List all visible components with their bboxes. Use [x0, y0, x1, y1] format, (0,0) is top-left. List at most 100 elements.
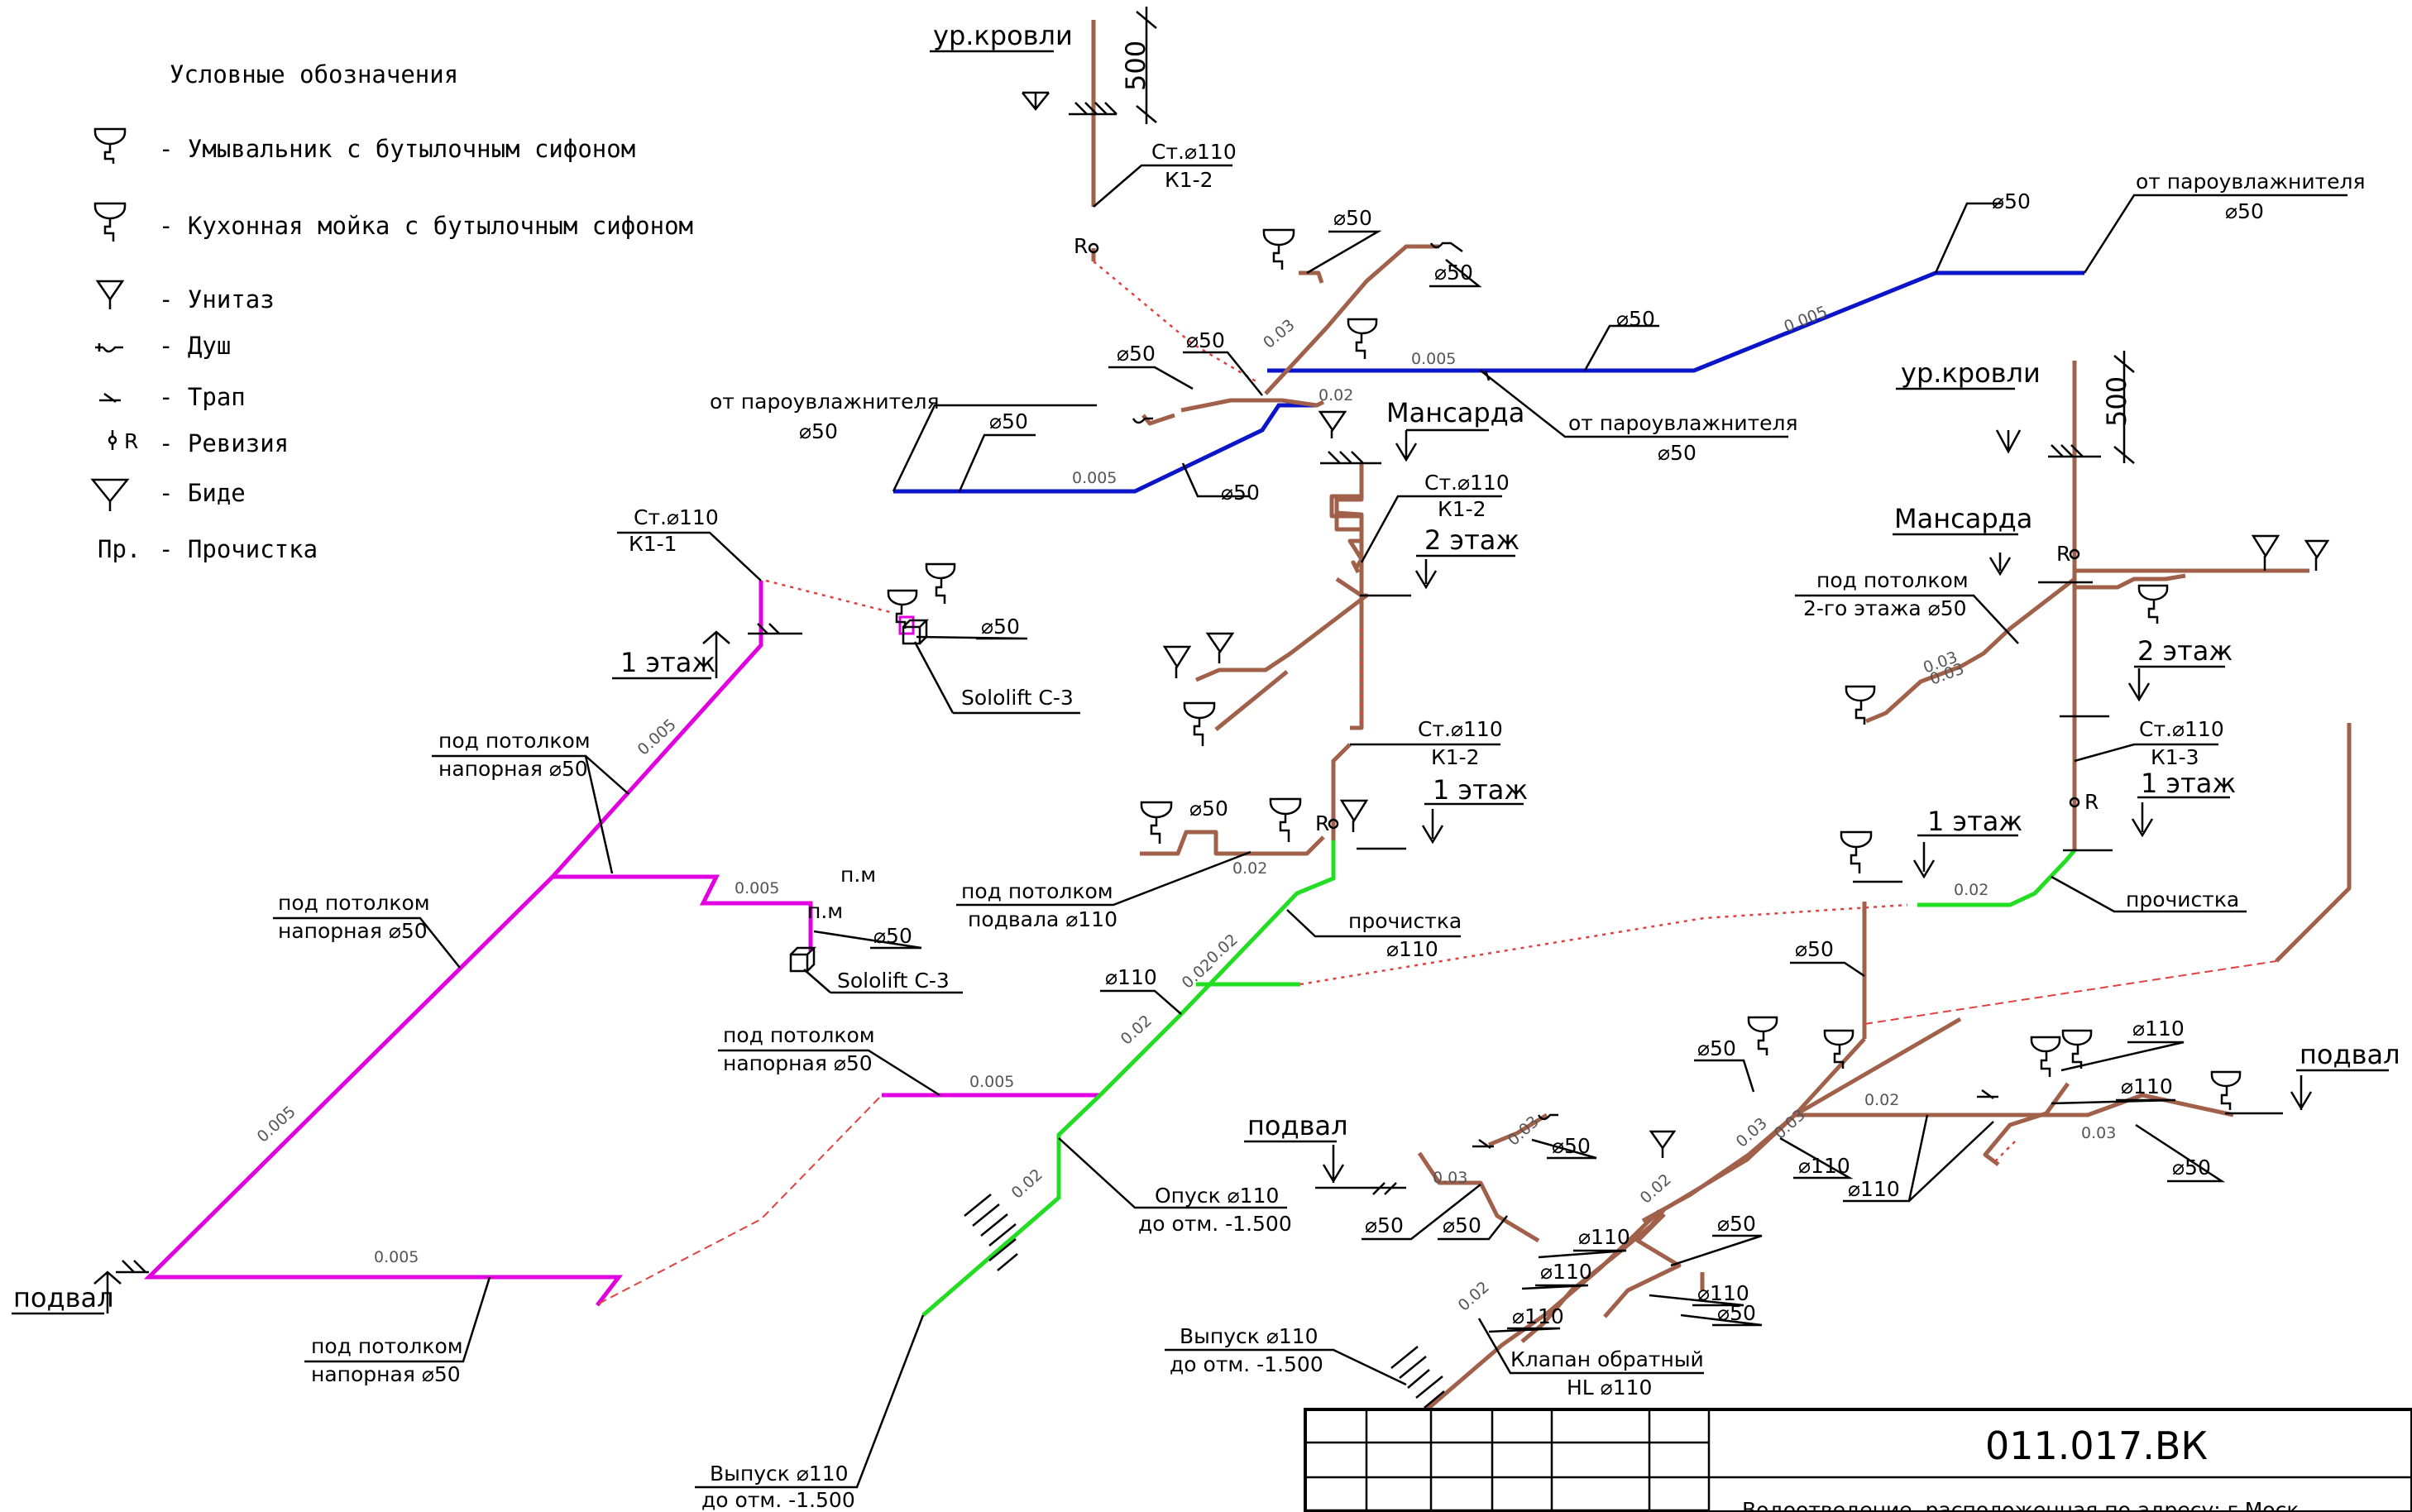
riser-k13-dia: Ст.⌀110 [2139, 717, 2224, 741]
legend-item-inspection: - Ревизия [159, 429, 289, 457]
bidet-icon [90, 478, 130, 511]
washbasin-icon [925, 562, 956, 604]
label-outlet-center: Выпуск ⌀110 [1180, 1324, 1318, 1348]
slope-label: 0.005 [634, 715, 680, 759]
slope-label: 0.005 [254, 1103, 299, 1146]
label-d50: ⌀50 [1189, 797, 1228, 821]
slope-label: 0.005 [1072, 469, 1117, 487]
annotations: Ст.⌀110 К1-2 Ст.⌀110 К1-2 Ст.⌀110 К1-2 С… [273, 140, 2366, 1512]
inspection-icon: R [2069, 790, 2099, 814]
slope-label: 0.03 [2081, 1124, 2116, 1142]
label-d50: ⌀50 [1697, 1036, 1736, 1060]
washbasin-icon [2137, 584, 2169, 624]
label-humidifier-left: от пароувлажнителя [710, 390, 940, 414]
slope-label: 0.005 [374, 1248, 419, 1266]
slope-label: 0.02 [1954, 881, 1988, 899]
slope-label: 0.02 [1637, 1170, 1675, 1208]
riser-k11-dia: Ст.⌀110 [634, 505, 719, 529]
shower-icon [1429, 242, 1463, 253]
toilet-icon [2304, 539, 2330, 571]
slope-label: 0.02 [1318, 386, 1353, 404]
label-d110: ⌀110 [1578, 1225, 1630, 1249]
title-block: 011.017.ВК Водоотведение, расположенная … [1304, 1408, 2412, 1512]
kitchen-sink-icon [93, 202, 127, 242]
projection-lines [765, 261, 2277, 1165]
slope-label: 0.02 [1232, 859, 1267, 878]
shower-icon [1537, 1113, 1558, 1121]
humidifier-drain-lines [892, 194, 2347, 498]
label-d50: ⌀50 [1795, 937, 1834, 961]
legend-item-toilet: - Унитаз [159, 285, 275, 313]
label-d110: ⌀110 [1848, 1177, 1900, 1201]
slope-label: 0.02 [1864, 1091, 1899, 1109]
slope-label: 0.03 [1260, 316, 1299, 352]
dimension-500-right: 500 [2101, 376, 2132, 427]
riser-k11-name: К1-1 [629, 532, 677, 556]
cleanout-abbr: Пр. [98, 535, 141, 563]
label-d50: ⌀50 [2172, 1156, 2211, 1179]
toilet-icon [1649, 1130, 1677, 1158]
shower-icon [1132, 417, 1153, 424]
label-2nd-d50: 2-го этажа ⌀50 [1803, 596, 1967, 620]
level-floor1-k12: 1 этаж [1433, 774, 1528, 806]
level-marks: ур.кровли 500 ур.кровли 500 Мансарда 2 э… [12, 7, 2400, 1315]
label-under-ceiling-4: под потолком [311, 1334, 463, 1358]
riser-k12-top-name: К1-2 [1165, 168, 1213, 192]
washbasin-icon [2210, 1070, 2242, 1110]
riser-k12-mid-dia: Ст.⌀110 [1424, 471, 1510, 495]
riser-k12-top-dia: Ст.⌀110 [1151, 140, 1237, 164]
title-block-code: 011.017.ВК [1985, 1423, 2208, 1468]
riser-k12-mid-name: К1-2 [1438, 497, 1486, 521]
dimension-500-left: 500 [1120, 41, 1151, 91]
washbasin-icon [1183, 701, 1216, 746]
washbasin-icon [1262, 228, 1295, 270]
pressure-lines [143, 581, 1100, 1307]
label-under-ceiling-2nd: под потолком [1816, 568, 1969, 592]
level-floor2-k12: 2 этаж [1424, 524, 1519, 556]
riser-k12-low-name: К1-2 [1431, 745, 1480, 769]
label-humidifier-right-dia: ⌀50 [2225, 199, 2264, 223]
label-d110: ⌀110 [1105, 965, 1157, 989]
level-basement-left: подвал [13, 1282, 114, 1313]
label-outlet-center-level: до отм. -1.500 [1170, 1352, 1323, 1376]
label-d50: ⌀50 [1717, 1212, 1756, 1236]
toilet-icon [1339, 799, 1369, 832]
sololift-box-icon [902, 619, 930, 645]
legend-title: Условные обозначения [170, 60, 458, 89]
floor-drain-icon [1977, 1089, 1998, 1100]
level-roof-k13: ур.кровли [1901, 357, 2041, 389]
slope-label: 0.005 [1411, 350, 1456, 368]
washbasin-icon [2061, 1029, 2093, 1069]
level-roof-k12: ур.кровли [933, 20, 1073, 51]
riser-k13-name: К1-3 [2151, 745, 2199, 769]
slope-label: 0.03 [1505, 1112, 1543, 1150]
label-pm-1: п.м [840, 863, 876, 887]
label-check-valve-dn: HL ⌀110 [1567, 1376, 1652, 1400]
title-block-subtitle: Водоотведение, расположенная по адресу: … [1742, 1498, 2319, 1512]
shower-icon [95, 343, 123, 353]
washbasin-icon [1347, 318, 1378, 359]
label-outlet-left-level: до отм. -1.500 [701, 1488, 855, 1512]
slope-label: 0.005 [969, 1073, 1014, 1091]
washbasin-icon [93, 127, 127, 164]
label-outlet-left: Выпуск ⌀110 [710, 1462, 849, 1486]
label-d50: ⌀50 [981, 615, 1020, 639]
label-under-ceiling-basement: под потолком [961, 879, 1113, 903]
washbasin-icon [1269, 797, 1302, 842]
label-under-ceiling-1: под потолком [438, 729, 591, 753]
label-pressure-2: напорная ⌀50 [278, 919, 428, 943]
washbasin-icon [1747, 1016, 1778, 1055]
toilet-icon [95, 280, 125, 309]
label-pressure-1: напорная ⌀50 [438, 757, 588, 781]
level-floor1-left: 1 этаж [620, 647, 715, 678]
label-under-ceiling-3: под потолком [723, 1023, 875, 1047]
label-d50: ⌀50 [1443, 1213, 1481, 1237]
floor-drain-icon [1472, 1138, 1494, 1150]
label-humidifier-left-dia: ⌀50 [799, 419, 838, 443]
inspection-icon: R [1074, 234, 1099, 258]
label-descent-level: до отм. -1.500 [1138, 1212, 1292, 1236]
washbasin-icon [1840, 830, 1873, 873]
legend-item-cleanout: - Прочистка [159, 535, 318, 563]
svg-text:R: R [2084, 790, 2099, 814]
